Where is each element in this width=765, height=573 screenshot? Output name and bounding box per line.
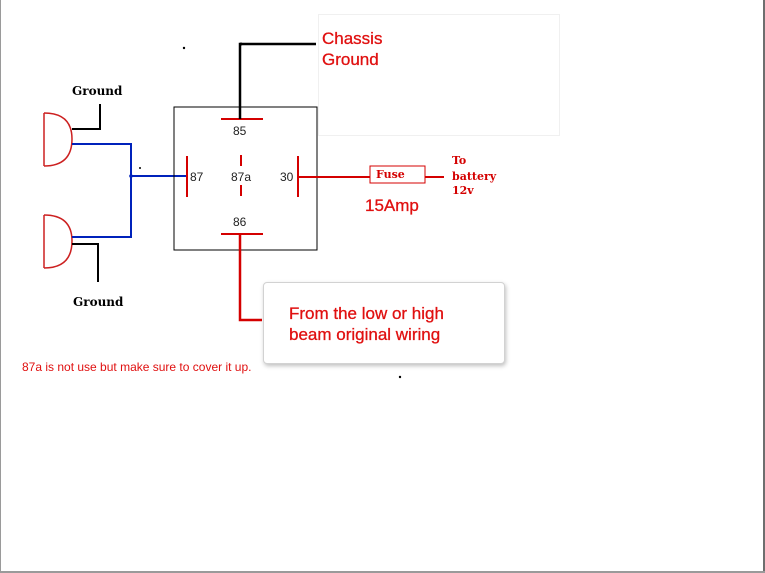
relay-body <box>173 106 318 251</box>
pin-86-label: 86 <box>233 215 247 229</box>
fuse-symbol <box>369 165 426 184</box>
ground-wire-bottom <box>72 243 99 282</box>
pin-87-label: 87 <box>190 170 204 184</box>
frame-right-border <box>763 0 765 573</box>
chassis-ground-wire <box>238 42 316 119</box>
ground-bottom-label: Ground <box>73 295 124 309</box>
fuse-label: Fuse <box>376 168 405 181</box>
chassis-label-line1: Chassis <box>322 29 382 48</box>
frame-left-border <box>0 0 1 573</box>
wire-dot <box>239 42 243 46</box>
frame-bottom-border <box>0 571 765 573</box>
ground-top-label: Ground <box>72 84 123 98</box>
ground-wire-top <box>72 104 101 130</box>
battery-label-line1: To <box>452 154 466 167</box>
pin-85-label: 85 <box>233 124 247 138</box>
junction-dot <box>129 174 133 178</box>
callout-text-line1: From the low or high <box>289 304 444 323</box>
stray-dot <box>398 375 402 379</box>
pin-86-wire <box>238 234 262 322</box>
fuse-rating-label: 15Amp <box>365 196 419 215</box>
pin-30-label: 30 <box>280 170 294 184</box>
callout-text-line2: beam original wiring <box>289 325 440 344</box>
chassis-label-line2: Ground <box>322 50 379 69</box>
lamp-feed-wire <box>72 143 132 238</box>
lamp-top-icon <box>43 112 73 167</box>
note-87a: 87a is not use but make sure to cover it… <box>22 360 251 374</box>
lamp-bottom-icon <box>43 214 73 269</box>
stray-dot <box>139 167 141 169</box>
faint-image-border <box>318 14 560 136</box>
battery-label-line2: battery <box>452 170 497 183</box>
stray-dot <box>182 46 186 50</box>
battery-label-line3: 12v <box>452 184 474 197</box>
pin-87a-label: 87a <box>231 170 251 184</box>
callout-box <box>263 282 505 364</box>
